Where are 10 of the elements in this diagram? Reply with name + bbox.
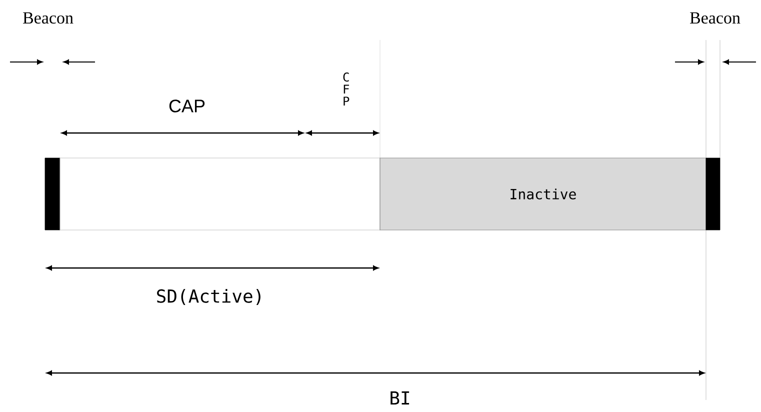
- beacon-slot: [706, 158, 720, 230]
- period-label: CAP: [169, 100, 205, 112]
- beacon-slot: [44, 158, 60, 230]
- period-label: C F P: [343, 72, 350, 106]
- beacon-label: Beacon: [23, 12, 74, 24]
- beacon-label: Beacon: [690, 12, 740, 24]
- period-label: BI: [390, 391, 410, 405]
- active-period-box: [60, 158, 380, 230]
- period-label: SD(Active): [157, 288, 260, 305]
- inactive-period-box: Inactive: [380, 158, 706, 230]
